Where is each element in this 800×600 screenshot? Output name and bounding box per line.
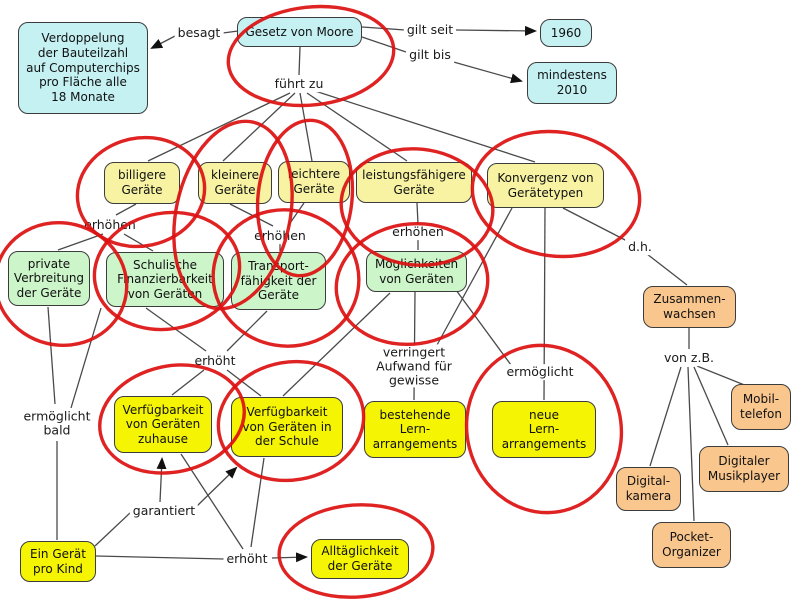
edge-line [123,233,154,252]
edge-line [226,369,262,397]
edge-line [693,366,729,446]
edge-line [299,92,313,162]
node-leichtere-geraete[interactable]: leichtere Geräte [278,161,350,203]
edge-line [361,36,407,53]
node-digitaler-musikplayer[interactable]: Digitaler Musikplayer [699,446,789,492]
edge-arrow-line [271,552,308,563]
node-alltaeglichkeit[interactable]: Alltäglichkeit der Geräte [311,539,409,579]
edge-line [562,207,630,243]
edge-arrow-line [156,457,167,503]
node-pocket-organizer[interactable]: Pocket- Organizer [652,522,731,568]
edge-label-gilt-seit: gilt seit [403,22,457,38]
edge-line [222,30,239,34]
node-verfuegbarkeit-schule[interactable]: Verfügbarkeit von Geräten in der Schule [231,397,343,457]
node-mindestens-2010[interactable]: mindestens 2010 [527,62,617,104]
edge-label-erhoehen-mitte: erhöhen [251,228,309,244]
edge-line [145,307,207,352]
edge-line [222,92,296,162]
node-gesetz-von-moore[interactable]: Gesetz von Moore [237,17,362,47]
edge-line [687,366,695,522]
edge-label-garantiert: garantiert [129,503,199,519]
node-schulische-finanzierbarkeit[interactable]: Schulische Finanzierbarkeit von Geräten [106,252,224,307]
edge-line [147,92,291,162]
edge-line [646,253,688,286]
node-leistungsfaehigere-geraete[interactable]: leistungsfähigere Geräte [356,162,472,203]
edge-label-besagt: besagt [174,25,224,41]
edge-line [455,289,512,366]
edge-label-fuehrt-zu: führt zu [271,76,327,92]
edge-label-dh: d.h. [625,239,655,255]
edge-line [171,369,205,396]
node-moeglichkeiten[interactable]: Möglichkeiten von Geräten [366,251,467,292]
edge-label-gilt-bis: gilt bis [406,47,454,63]
node-1960[interactable]: 1960 [540,19,592,47]
edge-line [94,511,132,547]
node-bestehende-lernarrangements[interactable]: bestehende Lern- arrangements [364,401,466,458]
edge-line [229,203,274,227]
node-ein-geraet-pro-kind[interactable]: Ein Gerät pro Kind [20,541,96,582]
edge-label-verringert: verringert Aufwand für gewisse [373,344,455,388]
edge-line [57,233,104,251]
edge-label-erhoeht-unten: erhöht [223,551,271,567]
node-mobiltelefon[interactable]: Mobil- telefon [731,384,791,430]
edge-arrow-line [455,25,537,36]
edge-line [95,555,225,560]
node-digitalkamera[interactable]: Digital- kamera [616,467,681,511]
edge-line [115,203,137,216]
edge-line [70,307,102,409]
edge-label-erhoehen-links: erhöhen [81,217,139,233]
edge-label-von-zb: von z.B. [660,350,718,366]
node-verdoppelung[interactable]: Verdoppelung der Bauteilzahl auf Compute… [18,22,148,114]
edge-line [298,46,301,76]
edge-line [696,365,748,387]
node-verfuegbarkeit-zuhause[interactable]: Verfügbarkeit von Geräten zuhause [114,396,212,453]
edge-arrow-line [449,60,523,84]
edge-line [287,202,305,227]
edge-line [180,453,244,550]
edge-label-erhoehen-rechts: erhöhen [389,224,447,240]
edge-line [314,90,536,163]
edge-label-erhoeht-mitte: erhöht [191,353,239,369]
edge-label-ermoeglicht-bald: ermöglicht bald [20,408,94,438]
edge-line [649,366,682,467]
edge-line [226,310,268,352]
node-zusammenwachsen[interactable]: Zusammen- wachsen [643,286,736,328]
edge-line [250,457,265,548]
edge-line [361,26,406,31]
edge-line [416,202,419,225]
edge-arrow-line [150,34,178,49]
node-konvergenz[interactable]: Konvergenz von Gerätetypen [487,163,604,208]
node-transportfaehigkeit[interactable]: Transport- fähigkeit der Geräte [231,252,326,310]
edge-label-ermoeglicht: ermöglicht [503,364,577,380]
node-private-verbreitung[interactable]: private Verbreitung der Geräte [8,251,90,306]
node-billigere-geraete[interactable]: billigere Geräte [104,162,180,204]
edge-line [306,92,408,162]
edge-line [47,306,56,405]
node-kleinere-geraete[interactable]: kleinere Geräte [198,162,272,204]
node-neue-lernarrangements[interactable]: neue Lern- arrangements [492,401,596,458]
